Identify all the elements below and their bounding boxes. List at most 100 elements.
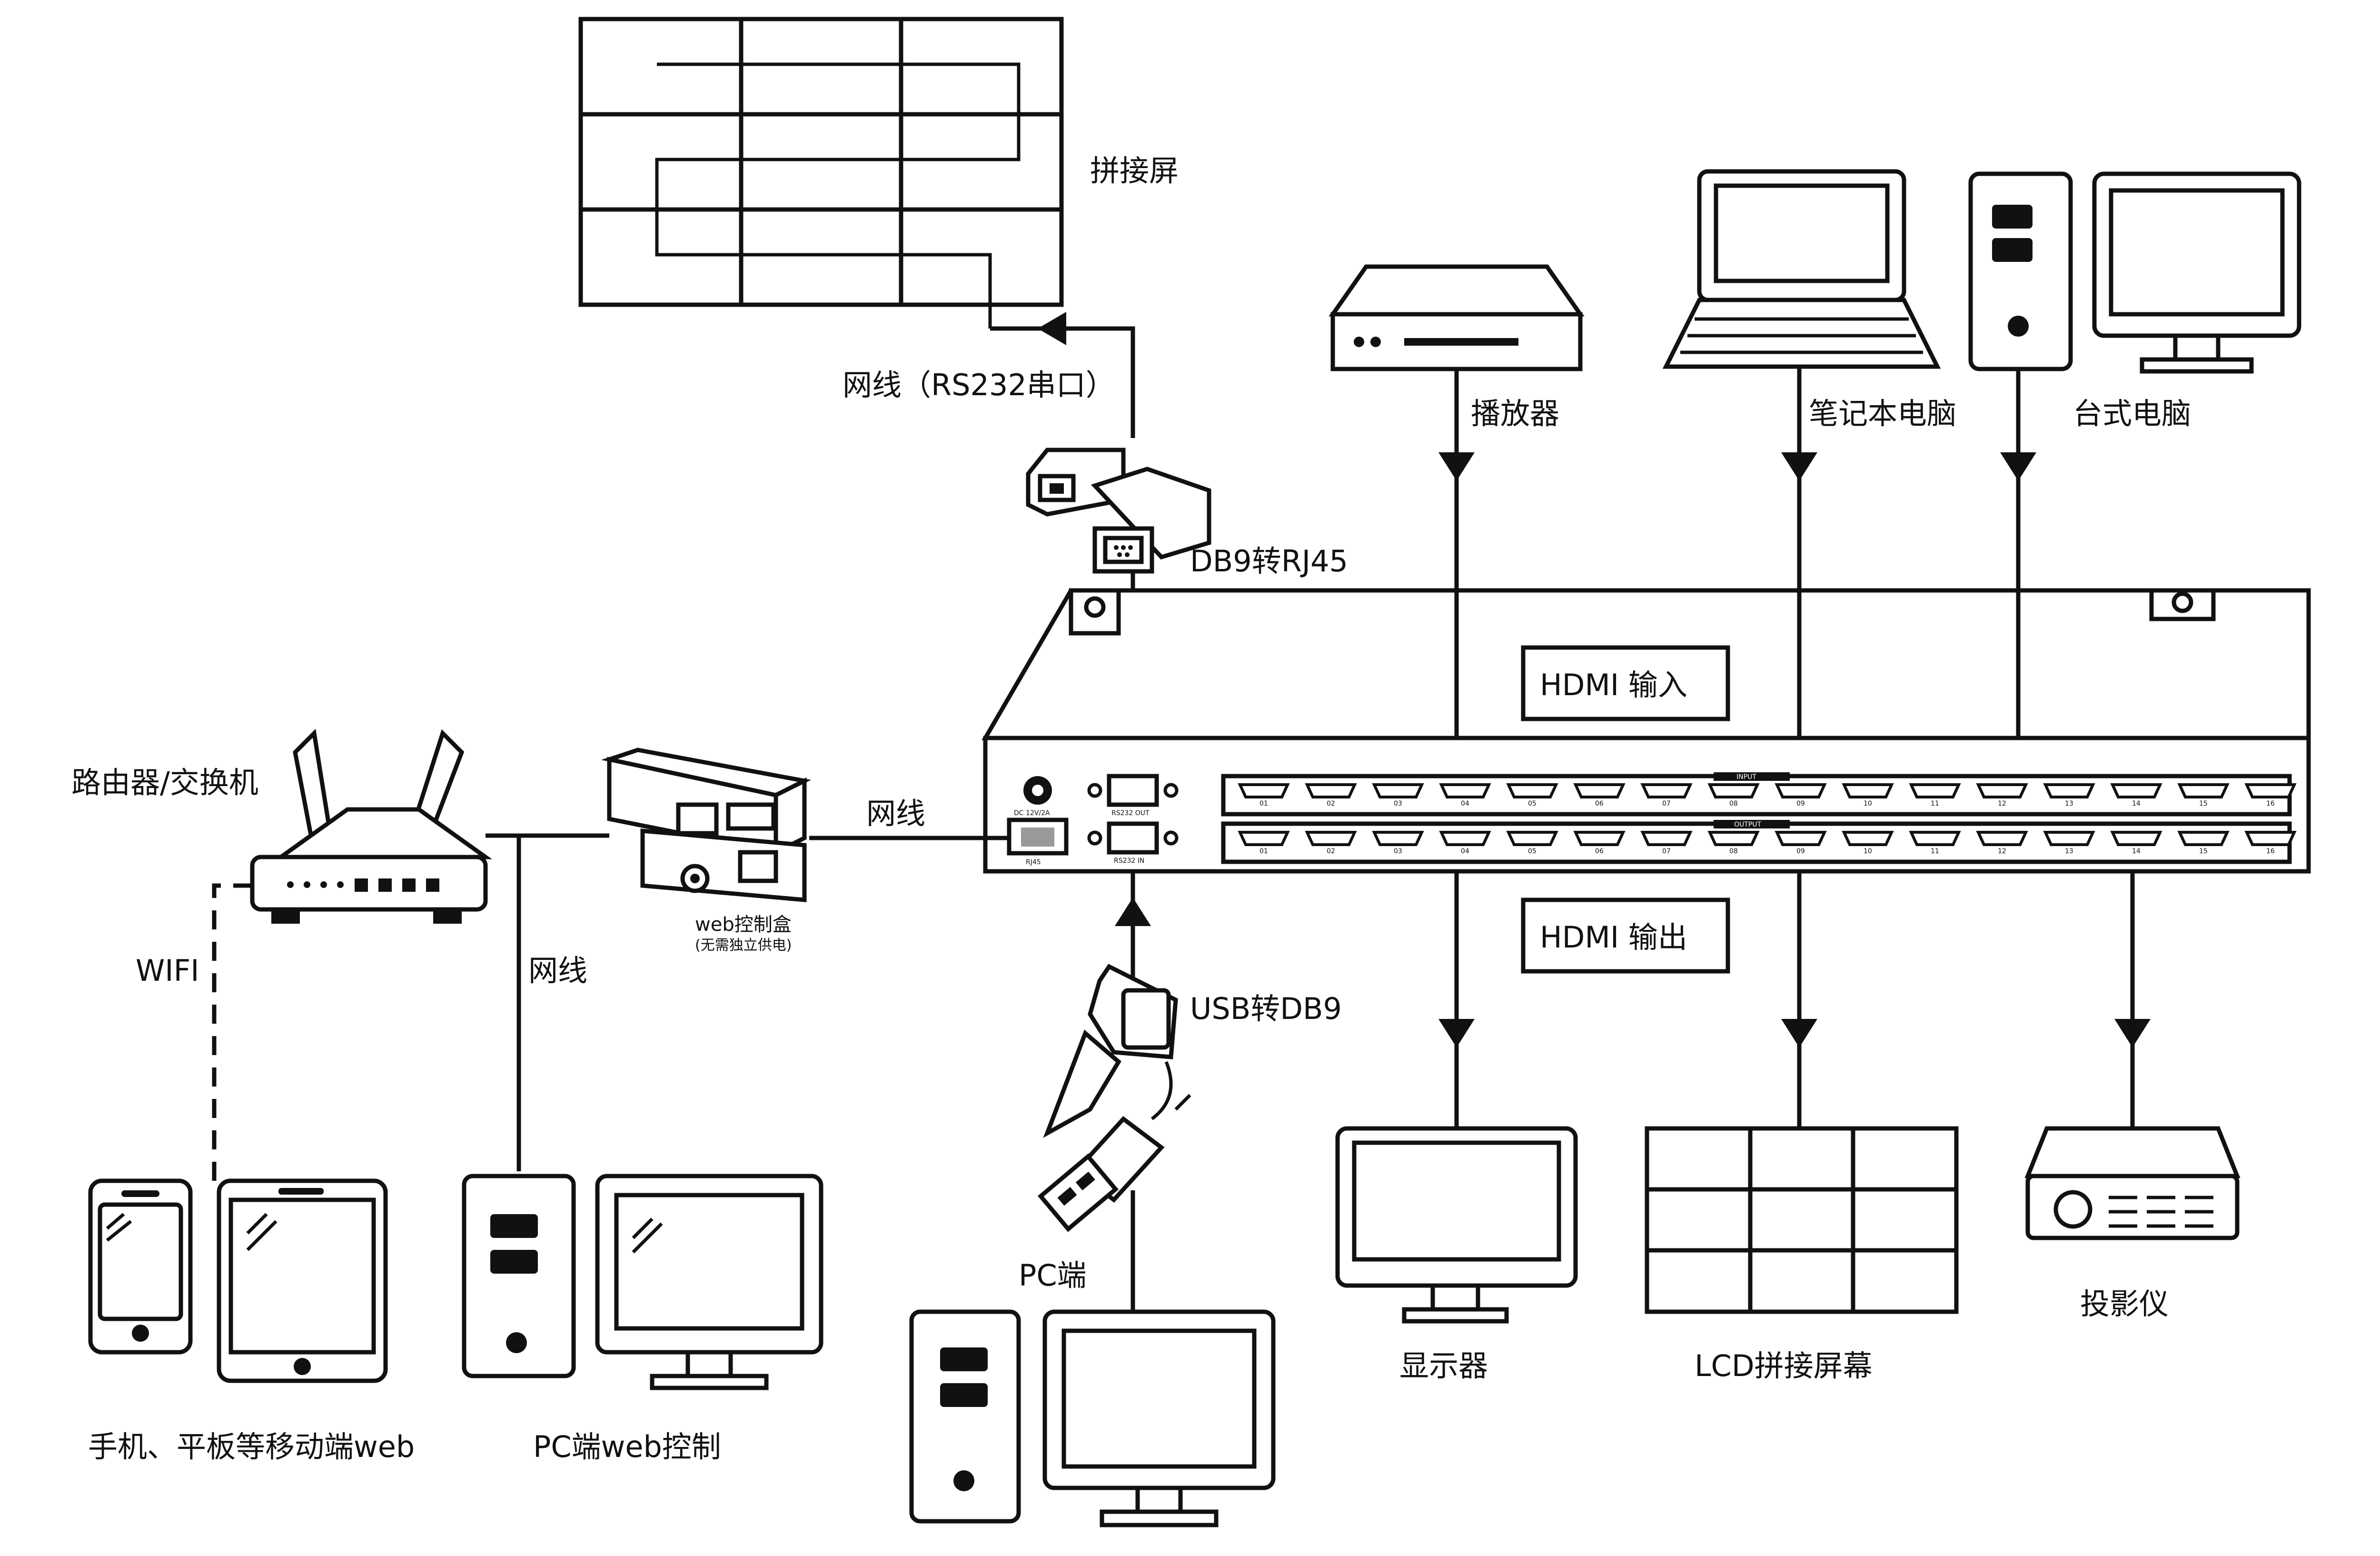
output-hdmi-port-label: 16 xyxy=(2266,848,2275,855)
input-hdmi-port-label: 08 xyxy=(1729,800,1738,808)
rs232-in-port-icon xyxy=(1087,821,1179,855)
output-hdmi-port-03 xyxy=(1372,831,1424,846)
pc-end-label: PC端 xyxy=(1019,1258,1087,1293)
projector-icon xyxy=(2024,1126,2241,1240)
hdmi-output-label: HDMI 输出 xyxy=(1540,920,1687,955)
db9-rj45-label: DB9转RJ45 xyxy=(1190,544,1348,579)
web-box-label: web控制盒 xyxy=(695,914,792,936)
output-hdmi-port-08 xyxy=(1707,831,1760,846)
laptop-icon xyxy=(1662,169,1941,369)
web-control-box-icon xyxy=(601,748,812,902)
arrow-left-icon xyxy=(1038,312,1066,345)
output-hdmi-port-label: 07 xyxy=(1662,848,1671,855)
input-hdmi-port-label: 15 xyxy=(2199,800,2208,808)
db9-rj45-adapter-icon xyxy=(1026,448,1211,574)
tablet-icon xyxy=(217,1178,388,1383)
hdmi-input-label: HDMI 输入 xyxy=(1540,668,1687,702)
media-player-icon xyxy=(1329,264,1585,371)
cable-router-pc-label: 网线 xyxy=(528,953,587,988)
input-hdmi-port-02 xyxy=(1305,783,1357,798)
web-box-note: (无需独立供电) xyxy=(695,937,792,954)
arrow-down-icon xyxy=(1438,452,1475,481)
monitor-label: 显示器 xyxy=(1399,1348,1488,1383)
input-hdmi-port-label: 03 xyxy=(1394,800,1402,808)
hdmi-input-box xyxy=(1521,645,1730,721)
output-hdmi-port-label: 09 xyxy=(1796,848,1805,855)
input-hdmi-port-label: 04 xyxy=(1461,800,1469,808)
usb-db9-label: USB转DB9 xyxy=(1190,991,1342,1026)
input-hdmi-port-label: 10 xyxy=(1864,800,1872,808)
output-hdmi-port-06 xyxy=(1573,831,1626,846)
output-hdmi-port-16 xyxy=(2244,831,2297,846)
input-hdmi-port-05 xyxy=(1506,783,1558,798)
output-hdmi-port-label: 12 xyxy=(1998,848,2006,855)
output-hdmi-port-label: 04 xyxy=(1461,848,1469,855)
rs232-in-label: RS232 IN xyxy=(1114,857,1144,865)
splicing-screen-icon xyxy=(578,17,1064,329)
input-hdmi-port-06 xyxy=(1573,783,1626,798)
input-hdmi-port-11 xyxy=(1909,783,1961,798)
input-hdmi-port-label: 07 xyxy=(1662,800,1671,808)
hdmi-output-box xyxy=(1521,898,1730,974)
output-hdmi-port-label: 03 xyxy=(1394,848,1402,855)
arrow-down-icon xyxy=(2114,1019,2151,1047)
rs232-out-label: RS232 OUT xyxy=(1111,809,1150,817)
input-hdmi-port-10 xyxy=(1842,783,1894,798)
input-hdmi-port-03 xyxy=(1372,783,1424,798)
output-hdmi-port-label: 15 xyxy=(2199,848,2208,855)
input-hdmi-port-label: 09 xyxy=(1796,800,1805,808)
input-hdmi-port-14 xyxy=(2110,783,2162,798)
input-strip-label: INPUT xyxy=(1736,773,1756,781)
output-hdmi-port-label: 02 xyxy=(1327,848,1335,855)
lcd-wall-label: LCD拼接屏幕 xyxy=(1695,1348,1873,1383)
cable-rs232-label: 网线（RS232串口） xyxy=(843,368,1115,402)
desktop-tower-icon xyxy=(1968,171,2073,371)
output-hdmi-port-01 xyxy=(1238,831,1290,846)
cable-box-matrix-label: 网线 xyxy=(866,796,925,831)
output-hdmi-port-label: 05 xyxy=(1528,848,1537,855)
pc-web-label: PC端web控制 xyxy=(533,1429,721,1464)
player-label: 播放器 xyxy=(1471,396,1559,431)
input-hdmi-port-01 xyxy=(1238,783,1290,798)
output-hdmi-port-label: 14 xyxy=(2132,848,2141,855)
phone-icon xyxy=(88,1178,193,1355)
output-hdmi-port-label: 01 xyxy=(1259,848,1268,855)
monitor-icon xyxy=(1335,1126,1578,1324)
output-hdmi-port-05 xyxy=(1506,831,1558,846)
arrow-down-icon xyxy=(1781,1019,1817,1047)
projector-label: 投影仪 xyxy=(2080,1287,2169,1321)
output-hdmi-port-label: 11 xyxy=(1931,848,1939,855)
input-hdmi-port-07 xyxy=(1640,783,1693,798)
arrow-down-icon xyxy=(1438,1019,1475,1047)
output-hdmi-port-07 xyxy=(1640,831,1693,846)
rj45-port-icon xyxy=(1007,818,1069,856)
input-hdmi-port-08 xyxy=(1707,783,1760,798)
power-jack-icon xyxy=(1023,776,1052,805)
desktop-monitor-icon xyxy=(2092,171,2301,374)
input-hdmi-port-label: 12 xyxy=(1998,800,2006,808)
output-hdmi-port-02 xyxy=(1305,831,1357,846)
output-hdmi-port-14 xyxy=(2110,831,2162,846)
output-hdmi-port-13 xyxy=(2043,831,2095,846)
wifi-label: WIFI xyxy=(136,953,199,988)
input-hdmi-port-16 xyxy=(2244,783,2297,798)
arrow-down-icon xyxy=(2000,452,2036,481)
input-hdmi-port-label: 06 xyxy=(1595,800,1604,808)
output-strip-tag xyxy=(1714,820,1790,828)
laptop-label: 笔记本电脑 xyxy=(1809,396,1956,431)
input-hdmi-port-label: 01 xyxy=(1259,800,1268,808)
input-hdmi-port-label: 14 xyxy=(2132,800,2141,808)
rs232-out-port-icon xyxy=(1087,774,1179,807)
output-hdmi-port-15 xyxy=(2177,831,2230,846)
input-strip-tag xyxy=(1714,772,1790,781)
pc-monitor-icon xyxy=(595,1174,823,1390)
input-hdmi-port-12 xyxy=(1976,783,2028,798)
pc-end-tower-icon xyxy=(909,1309,1021,1524)
arrow-down-icon xyxy=(1781,452,1817,481)
output-hdmi-port-12 xyxy=(1976,831,2028,846)
output-hdmi-port-label: 08 xyxy=(1729,848,1738,855)
arrow-up-icon xyxy=(1115,898,1151,926)
rj45-port-label: RJ45 xyxy=(1026,858,1041,866)
router-icon xyxy=(250,728,493,924)
